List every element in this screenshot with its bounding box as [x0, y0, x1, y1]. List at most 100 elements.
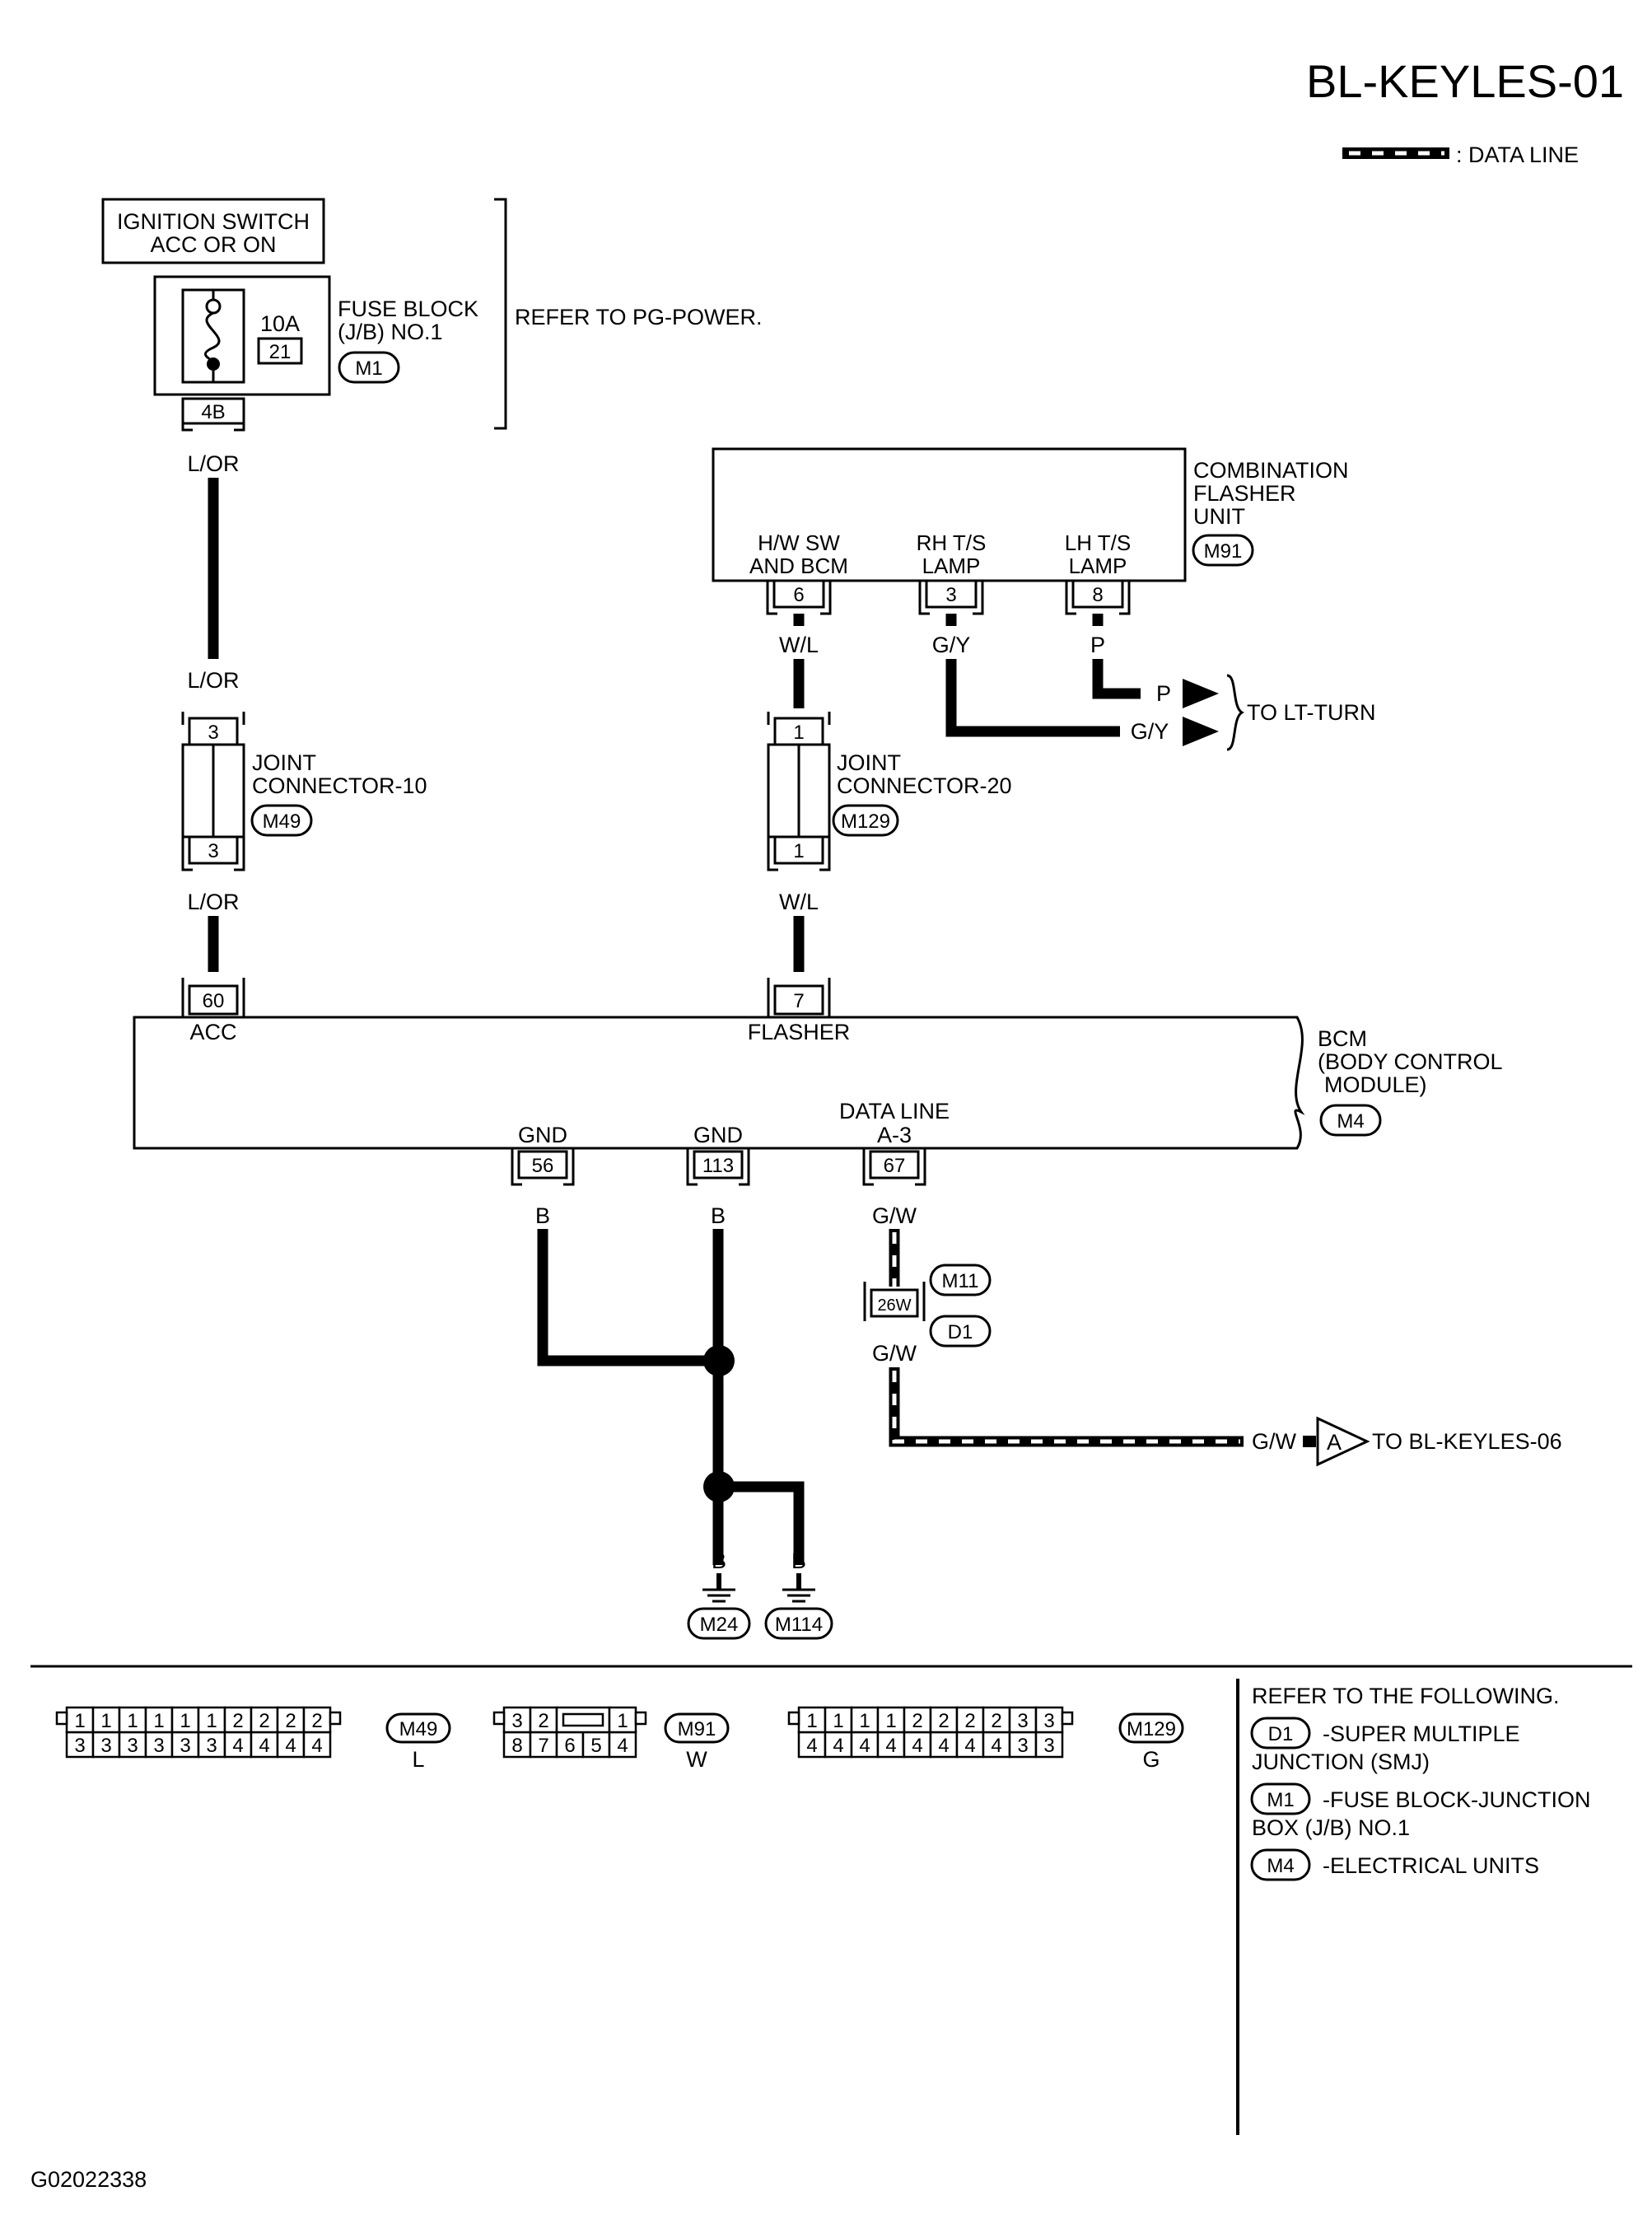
joint10-label-2: CONNECTOR-10 [252, 773, 427, 798]
ignition-switch: IGNITION SWITCH ACC OR ON [101, 198, 325, 264]
connector-pin-number: 3 [153, 1735, 164, 1757]
connector-cavity [502, 1731, 532, 1759]
connector-pin-number: 4 [259, 1735, 269, 1757]
offpage-marker [1316, 1416, 1370, 1467]
ground-m114: M114 [775, 1614, 823, 1636]
refer-list: REFER TO THE FOLLOWING. D1 -SUPER MULTIP… [1250, 1684, 1591, 1881]
wire-label-p-2: P [1156, 681, 1171, 706]
smj-terminal: 26W [877, 1296, 911, 1315]
combination-flasher-unit: COMBINATION FLASHER UNIT M91 H/W SW AND … [712, 447, 1349, 615]
connector-pin-number: 1 [806, 1710, 817, 1732]
connector-pin-number: 7 [538, 1735, 548, 1757]
joint10-connector-id: M49 [263, 811, 301, 833]
connector-pin-number: 4 [617, 1735, 628, 1757]
refer-item-id: M1 [1267, 1789, 1294, 1811]
bcm-label-1: BCM [1318, 1026, 1367, 1051]
connector-latch [634, 1711, 647, 1726]
connector-pin-number: 3 [1043, 1710, 1054, 1732]
pin-rh-num: 3 [945, 584, 956, 606]
connector-cavity [581, 1731, 611, 1759]
bcm-acc-label: ACC [189, 1020, 236, 1044]
wire-label-w-l-1: W/L [779, 633, 819, 657]
connector-latch [329, 1711, 342, 1726]
bcm-acc-pin: 60 [203, 990, 225, 1012]
to-lt-turn: TO LT-TURN [1247, 700, 1376, 725]
connector-pin-number: 6 [564, 1735, 575, 1757]
connector-pin-number: 5 [590, 1735, 601, 1757]
fuse-amp: 10A [260, 311, 300, 336]
connector-pin-number: 8 [511, 1735, 522, 1757]
arrow-right-icon [1183, 717, 1219, 746]
joint20-bottom-pin: 1 [793, 840, 804, 862]
refer-item-id: M4 [1267, 1855, 1294, 1877]
page-code: BL-KEYLES-01 [1306, 55, 1624, 107]
joint10-bottom-pin: 3 [208, 840, 218, 862]
connector-cavity [1008, 1706, 1038, 1734]
offpage-letter: A [1327, 1430, 1342, 1455]
pin-hw-label-2: AND BCM [749, 554, 848, 578]
pin-lh-label-1: LH T/S [1065, 530, 1131, 555]
connector-pin-number: 3 [74, 1735, 85, 1757]
connector-view-color: G [1142, 1747, 1160, 1772]
connector-pin-number: 4 [991, 1735, 1001, 1757]
ignition-label-1: IGNITION SWITCH [117, 209, 310, 234]
connector-cavity [144, 1731, 174, 1759]
bcm-label-2: (BODY CONTROL [1318, 1049, 1503, 1074]
connector-view-color: W [686, 1747, 707, 1772]
wire-label-p-1: P [1090, 633, 1105, 657]
bcm-gnd2-pin: 113 [702, 1155, 734, 1177]
connector-view-id: M129 [1127, 1718, 1176, 1740]
connector-pin-number: 4 [938, 1735, 949, 1757]
connector-pin-number: 1 [100, 1710, 111, 1732]
connector-pin-number: 1 [859, 1710, 870, 1732]
connector-view-id: M49 [399, 1718, 438, 1740]
arrow-right-icon [1183, 679, 1219, 708]
joint20-label-2: CONNECTOR-20 [837, 773, 1012, 798]
connector-cavity [276, 1731, 306, 1759]
connector-pin-number: 2 [964, 1710, 975, 1732]
refer-pg-power: REFER TO PG-POWER. [515, 305, 763, 329]
bcm-gnd1-pin: 56 [532, 1155, 554, 1177]
connector-pin-number: 1 [885, 1710, 896, 1732]
flasher-unit-label-1: COMBINATION [1193, 458, 1349, 483]
connector-cavity [276, 1706, 306, 1734]
data-line-legend: : DATA LINE [1342, 142, 1579, 167]
legend-label: : DATA LINE [1456, 142, 1579, 167]
connector-pin-number: 3 [180, 1735, 190, 1757]
wire-label-g-w-3: G/W [1252, 1429, 1297, 1454]
connector-cavity [955, 1706, 985, 1734]
connector-cavity [608, 1706, 637, 1734]
joint10-label-1: JOINT [252, 750, 316, 775]
refer-heading: REFER TO THE FOLLOWING. [1252, 1684, 1560, 1708]
ground-symbol-icon [782, 1588, 815, 1603]
connector-pin-number: 4 [964, 1735, 975, 1757]
connector-cavity [144, 1706, 174, 1734]
connector-cavity [302, 1706, 332, 1734]
wire-label-b-4: B [791, 1549, 806, 1573]
connector-pin-number: 2 [991, 1710, 1001, 1732]
connector-pin-number: 2 [912, 1710, 922, 1732]
bcm-data-label-2: A-3 [877, 1123, 912, 1147]
connector-cavity [982, 1731, 1011, 1759]
flasher-unit-label-2: FLASHER [1193, 481, 1296, 506]
fuse-number: 21 [269, 341, 292, 363]
wire-label-g-y-2: G/Y [1131, 719, 1169, 744]
joint20-label-1: JOINT [837, 750, 901, 775]
connector-cavity [170, 1706, 200, 1734]
connector-latch [787, 1711, 800, 1726]
pin-lh-label-2: LAMP [1069, 554, 1127, 578]
connector-empty-cavity [562, 1712, 604, 1727]
bcm-module: BCM (BODY CONTROL MODULE) M4 60 ACC 7 FL… [133, 978, 1503, 1186]
connector-pin-number: 1 [617, 1710, 628, 1732]
wire-label-b-2: B [711, 1203, 726, 1228]
connector-pin-number: 2 [311, 1710, 322, 1732]
connector-pin-number: 2 [232, 1710, 243, 1732]
splice-point [703, 1345, 735, 1376]
refer-item-text: JUNCTION (SMJ) [1252, 1750, 1430, 1774]
connector-cavity [91, 1706, 121, 1734]
wire-label-l-or-3: L/OR [187, 890, 239, 914]
fuse-block: 10A 21 FUSE BLOCK (J/B) NO.1 M1 REFER TO… [153, 198, 763, 432]
wire-label-g-w-2: G/W [872, 1341, 917, 1366]
